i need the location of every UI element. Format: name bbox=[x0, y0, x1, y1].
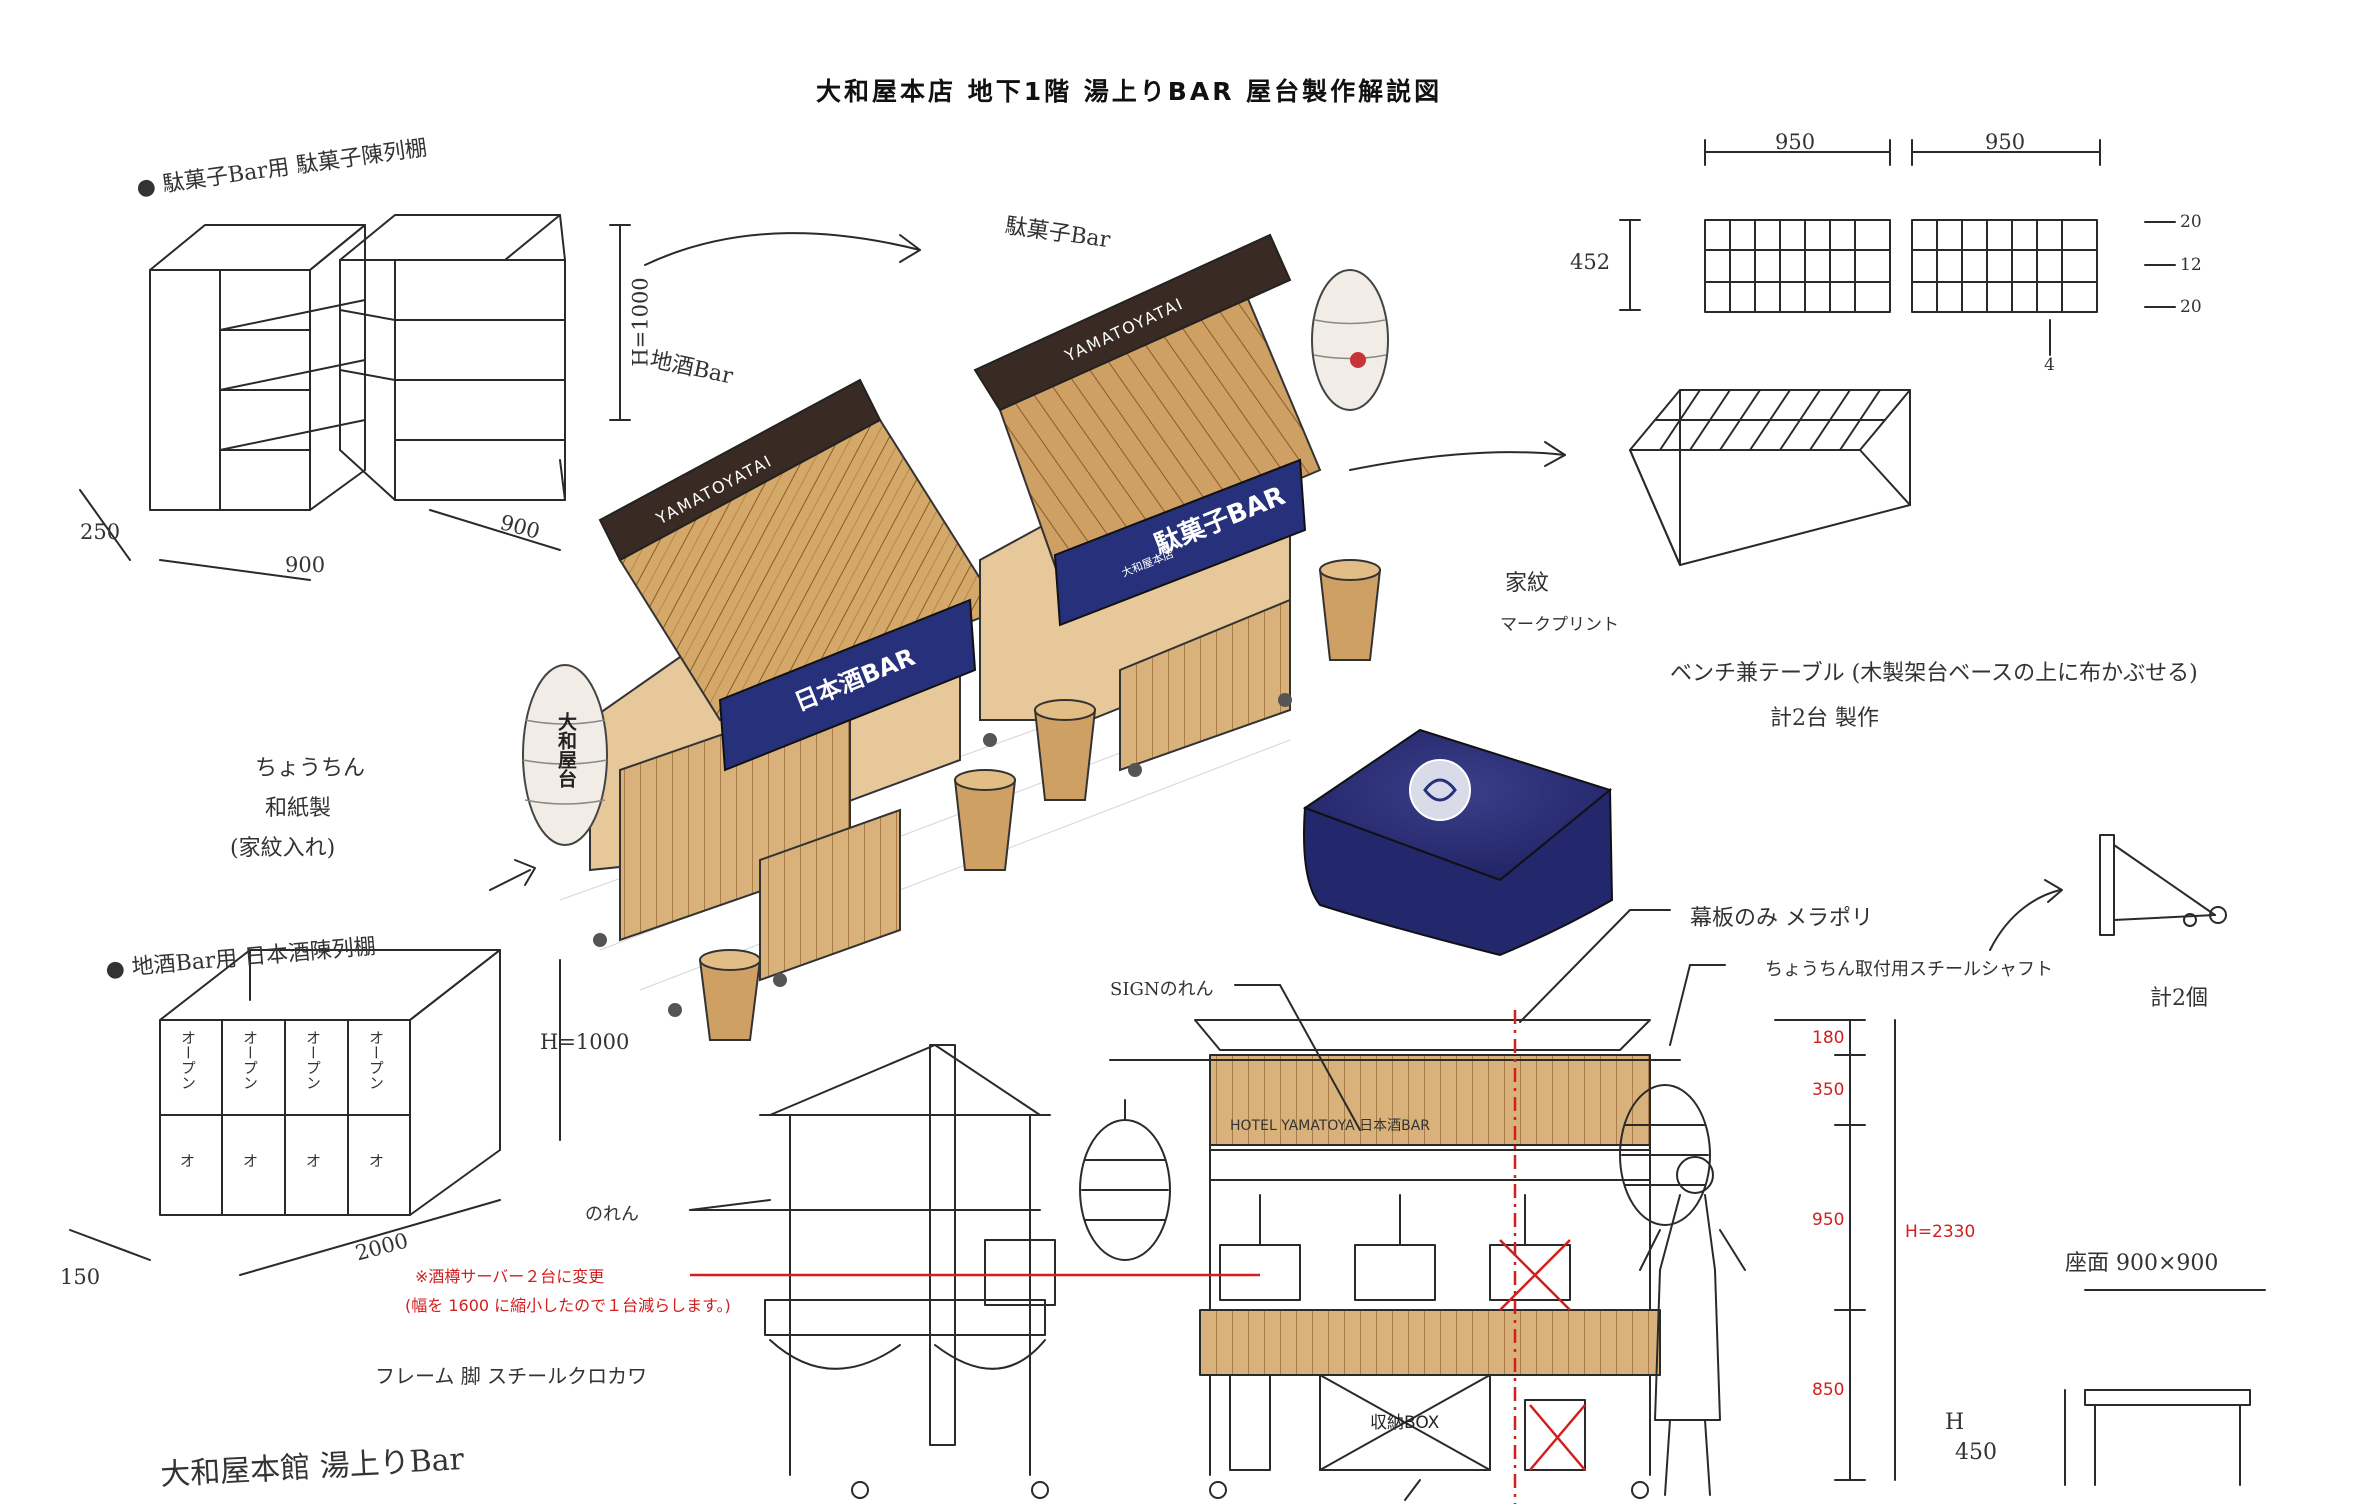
sake-cell-open-1: オープン bbox=[179, 1030, 197, 1090]
red-note-1: ※酒樽サーバー２台に変更 bbox=[415, 1267, 605, 1286]
lantern-note-1: ちょうちん bbox=[255, 756, 366, 781]
seat-note: 座面 900×900 bbox=[2065, 1251, 2219, 1276]
sake-cell-open-3: オープン bbox=[304, 1030, 322, 1090]
lantern-bracket-drawing bbox=[2099, 834, 2227, 936]
lantern-note-2: 和紙製 bbox=[265, 796, 332, 821]
elev-dim-350: 350 bbox=[1812, 1080, 1845, 1100]
red-note-2: (幅を 1600 に縮小したので１台減らします。) bbox=[405, 1296, 731, 1315]
sake-cell-short-1: オ bbox=[180, 1152, 196, 1170]
lantern-text: 大和屋台 bbox=[555, 712, 577, 788]
stall-rendering bbox=[522, 233, 1389, 1041]
sake-cell-open-4: オープン bbox=[367, 1030, 385, 1090]
bench-mark-note-1: 家紋 bbox=[1505, 571, 1550, 596]
sake-cell-short-2: オ bbox=[243, 1152, 259, 1170]
sake-cell-open-2: オープン bbox=[241, 1030, 259, 1090]
bracket-count: 計2個 bbox=[2150, 986, 2208, 1011]
sake-dim-depth: 150 bbox=[60, 1265, 101, 1289]
dagashi-dim-height: H=1000 bbox=[628, 277, 653, 367]
side-elevation-drawing bbox=[689, 1044, 1056, 1499]
dim-4: 4 bbox=[2044, 355, 2055, 375]
elev-dim-850: 850 bbox=[1812, 1380, 1845, 1400]
sake-cell-short-4: オ bbox=[369, 1152, 385, 1170]
dim-950-b: 950 bbox=[1985, 130, 2026, 154]
maku-only-note: 幕板のみ メラポリ bbox=[1690, 906, 1873, 931]
seat-h-value: 450 bbox=[1955, 1440, 1997, 1465]
page-title: 大和屋本店 地下1階 湯上りBAR 屋台製作解説図 bbox=[816, 77, 1443, 106]
bench-count: 計2台 製作 bbox=[1770, 706, 1879, 731]
bench-mark-note-2: マークプリント bbox=[1500, 615, 1619, 635]
dim-20-a: 20 bbox=[2180, 212, 2202, 232]
bench-cloth-drawing bbox=[1302, 728, 1614, 957]
elev-dim-950: 950 bbox=[1812, 1210, 1845, 1230]
dim-12: 12 bbox=[2180, 255, 2202, 275]
dagashi-dim-depth: 250 bbox=[80, 520, 121, 544]
dagashi-shelf-drawing bbox=[79, 214, 631, 581]
dim-950-a: 950 bbox=[1775, 130, 1816, 154]
elev-total-h: H=2330 bbox=[1905, 1222, 1976, 1242]
sake-cell-short-3: オ bbox=[306, 1152, 322, 1170]
storage-box: 収納BOX bbox=[1370, 1413, 1440, 1433]
front-elevation-drawing bbox=[689, 909, 2266, 1501]
top-right-rack-drawing bbox=[1619, 139, 2176, 566]
dim-20-b: 20 bbox=[2180, 297, 2202, 317]
sign-noren-label: SIGNのれん bbox=[1110, 979, 1214, 1000]
elev-dim-180: 180 bbox=[1812, 1028, 1845, 1048]
lantern-shaft-note: ちょうちん取付用スチールシャフト bbox=[1765, 959, 2053, 980]
frame-leg-note: フレーム 脚 スチールクロカワ bbox=[375, 1364, 648, 1388]
lantern-note-3: (家紋入れ) bbox=[230, 836, 336, 861]
seat-h-label: H bbox=[1945, 1410, 1965, 1435]
sake-dim-height: H=1000 bbox=[540, 1030, 630, 1054]
noren-label: のれん bbox=[585, 1204, 639, 1225]
elev-sign-text: HOTEL YAMATOYA 日本酒BAR bbox=[1230, 1118, 1431, 1134]
sake-shelf-drawing bbox=[69, 949, 561, 1276]
dagashi-dim-width-a: 900 bbox=[285, 553, 326, 577]
bench-desc: ベンチ兼テーブル (木製架台ベースの上に布かぶせる) bbox=[1670, 661, 2198, 686]
dim-452: 452 bbox=[1570, 250, 1611, 274]
